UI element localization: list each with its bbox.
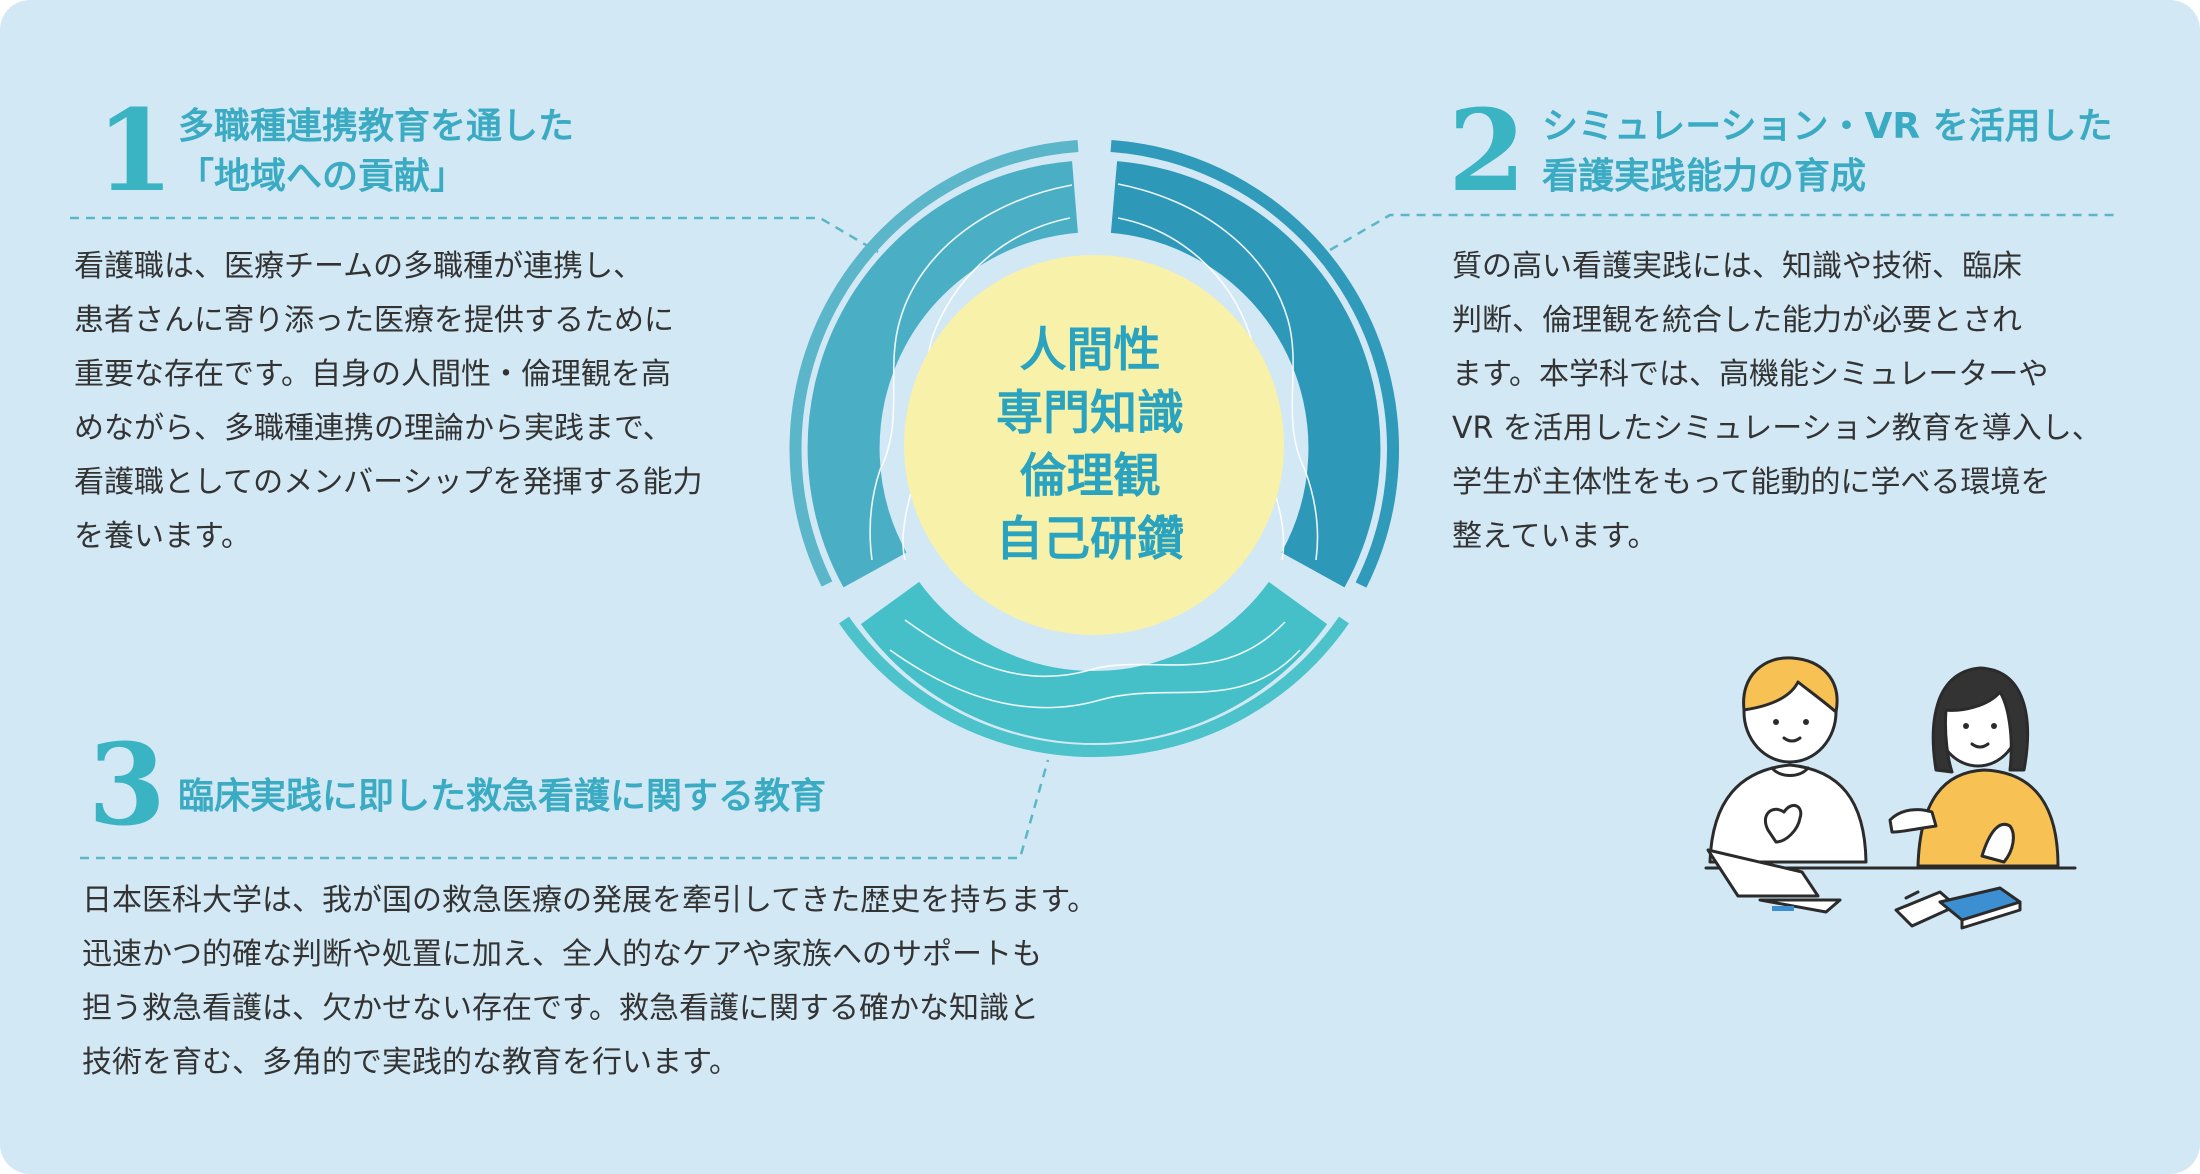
- outer-ring-left: [789, 140, 1079, 587]
- section-1-body-line-3: 重要な存在です。自身の人間性・倫理観を高: [74, 357, 671, 392]
- center-line-1: 人間性: [1019, 323, 1161, 378]
- section-3-body-line-3: 担う救急看護は、欠かせない存在です。救急看護に関する確かな知識と: [82, 991, 1039, 1026]
- wave-bottom-2: [889, 649, 1301, 709]
- section-2-body-line-3: ます。本学科では、高機能シミュレーターや: [1452, 357, 2049, 392]
- center-line-4: 自己研鑽: [996, 512, 1184, 567]
- section-2-heading-line-2: 看護実践能力の育成: [1542, 156, 1867, 197]
- section-1-body-line-6: を養います。: [74, 519, 251, 554]
- wave-right-2: [1117, 183, 1319, 561]
- section-2-body-line-4: VR を活用したシミュレーション教育を導入し、: [1452, 411, 2102, 446]
- ring-segment-bottom: [860, 581, 1328, 744]
- section-2-body-line-6: 整えています。: [1452, 519, 1658, 554]
- students-studying-illustration: [1704, 656, 2077, 930]
- section-3-number: 3: [88, 720, 166, 851]
- section-2-body-line-1: 質の高い看護実践には、知識や技術、臨床: [1452, 249, 2022, 284]
- section-3-body-line-2: 迅速かつ的確な判断や処置に加え、全人的なケアや家族へのサポートも: [82, 937, 1042, 972]
- section-2-body-line-5: 学生が主体性をもって能動的に学べる環境を: [1452, 465, 2051, 500]
- center-line-2: 専門知識: [996, 386, 1184, 441]
- wave-bottom-1: [904, 619, 1286, 678]
- section-1-heading: 多職種連携教育を通した 「地域への貢献」: [178, 102, 574, 202]
- section-2-number: 2: [1448, 86, 1526, 217]
- section-2-body-line-2: 判断、倫理観を統合した能力が必要とされ: [1452, 303, 2022, 338]
- section-2-body: 質の高い看護実践には、知識や技術、臨床 判断、倫理観を統合した能力が必要とされ …: [1452, 240, 2102, 564]
- ring-segment-right: [1110, 161, 1381, 588]
- section-3-heading: 臨床実践に即した救急看護に関する教育: [178, 772, 826, 822]
- section-3-body-line-1: 日本医科大学は、我が国の救急医療の発展を牽引してきた歴史を持ちます。: [82, 883, 1098, 918]
- section-1-body: 看護職は、医療チームの多職種が連携し、 患者さんに寄り添った医療を提供するために…: [74, 240, 703, 564]
- section-1-body-line-2: 患者さんに寄り添った医療を提供するために: [74, 303, 674, 338]
- ring-segment-left: [807, 161, 1079, 588]
- section-1-heading-line-1: 多職種連携教育を通した: [178, 106, 575, 147]
- section-2-heading-line-1: シミュレーション・VR を活用した: [1542, 106, 2113, 147]
- section-3-heading-line-1: 臨床実践に即した救急看護に関する教育: [178, 776, 827, 817]
- section-1-heading-line-2: 「地域への貢献」: [178, 156, 467, 197]
- section-1-body-line-5: 看護職としてのメンバーシップを発揮する能力: [74, 465, 703, 500]
- section-1-number: 1: [96, 86, 174, 217]
- center-core-values: 人間性 専門知識 倫理観 自己研鑽: [960, 310, 1220, 580]
- section-1-body-line-1: 看護職は、医療チームの多職種が連携し、: [74, 249, 644, 284]
- section-3-body-line-4: 技術を育む、多角的で実践的な教育を行います。: [82, 1045, 739, 1080]
- center-circle: [904, 255, 1284, 635]
- connector-line-2: [1329, 213, 2120, 252]
- wave-left-2: [869, 184, 1073, 561]
- section-2-heading: シミュレーション・VR を活用した 看護実践能力の育成: [1542, 102, 2113, 202]
- outer-ring-bottom: [839, 616, 1349, 757]
- section-1-body-line-4: めながら、多職種連携の理論から実践まで、: [74, 411, 673, 446]
- section-3-body: 日本医科大学は、我が国の救急医療の発展を牽引してきた歴史を持ちます。 迅速かつ的…: [82, 874, 1097, 1090]
- center-line-3: 倫理観: [1019, 449, 1161, 504]
- outer-ring-right: [1110, 140, 1400, 588]
